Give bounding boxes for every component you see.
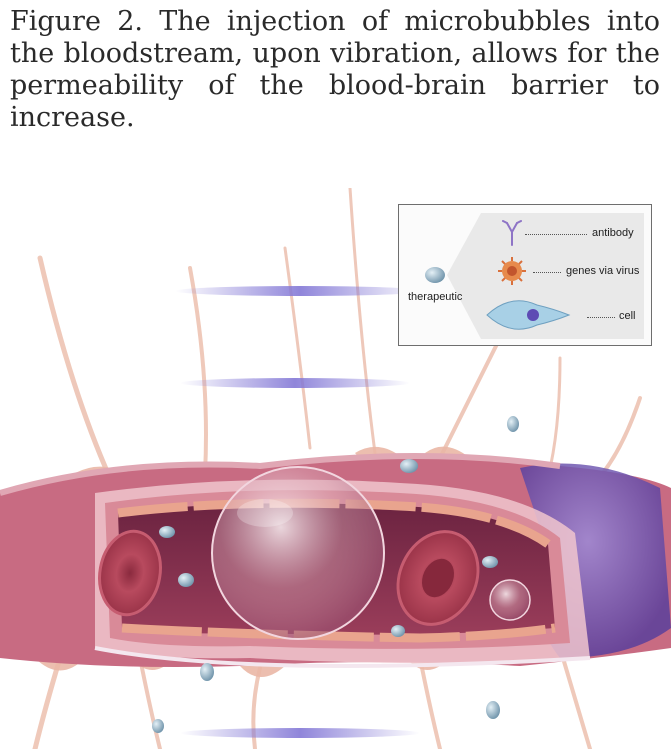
therapeutic-particles bbox=[152, 416, 519, 733]
virus-icon bbox=[498, 257, 526, 285]
microbubbles bbox=[211, 466, 531, 640]
legend-graphic bbox=[425, 213, 644, 339]
legend-label-antibody: antibody bbox=[592, 227, 634, 239]
legend-box: therapeutic antibody genes via virus cel… bbox=[398, 204, 652, 346]
legend-label-virus: genes via virus bbox=[566, 265, 640, 277]
legend-leader-virus bbox=[533, 272, 561, 273]
therapeutic-icon bbox=[425, 267, 445, 283]
legend-leader-antibody bbox=[525, 234, 587, 235]
blood-vessel-illustration bbox=[0, 188, 671, 749]
vibration-waves bbox=[175, 286, 425, 738]
legend-leader-cell bbox=[587, 317, 615, 318]
antibody-icon bbox=[502, 220, 522, 246]
cell-icon bbox=[486, 300, 571, 330]
figure-caption: Figure 2. The injection of microbubbles … bbox=[10, 6, 660, 133]
legend-label-cell: cell bbox=[619, 310, 636, 322]
legend-label-therapeutic: therapeutic bbox=[408, 291, 463, 303]
red-blood-cells bbox=[98, 529, 480, 626]
